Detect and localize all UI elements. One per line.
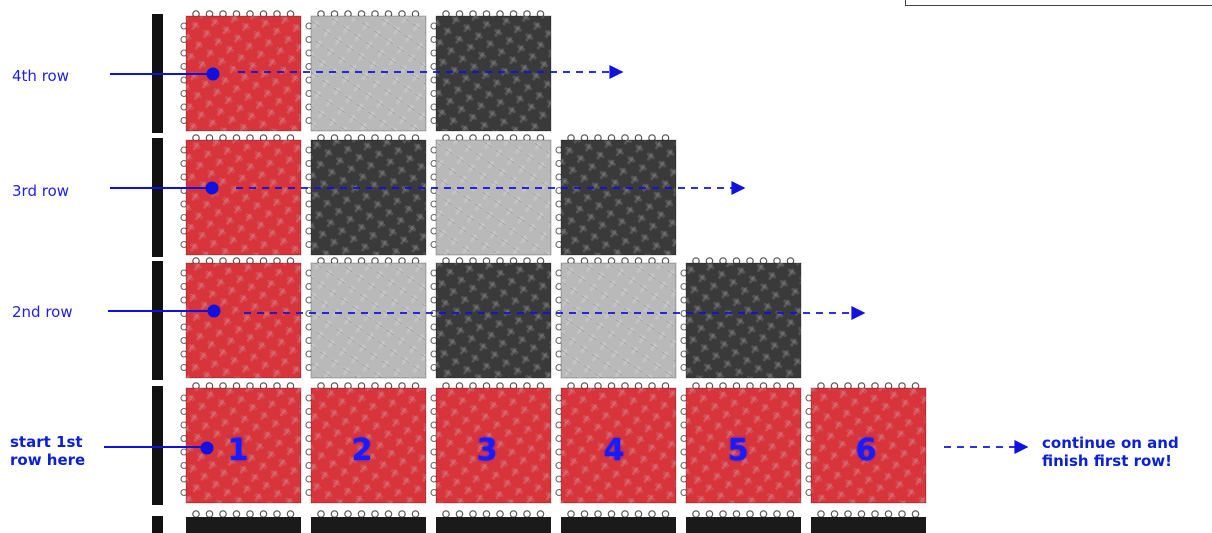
row3-tile-4 (555, 134, 677, 256)
row0-tile-3 (436, 510, 551, 533)
row2-label: 2nd row (12, 303, 73, 321)
row4-tile-2 (305, 10, 427, 132)
row1-start-dot (200, 441, 214, 455)
row3-tile-1 (180, 134, 302, 256)
row1-tile-6 (805, 382, 927, 504)
tile-number-4: 4 (603, 433, 625, 468)
row0-tile-5 (686, 510, 801, 533)
continue-label-line2: finish first row! (1042, 452, 1173, 470)
row1-label-line2: row here (10, 451, 86, 469)
row1-edge-strip (152, 386, 163, 505)
row2-tile-2 (305, 257, 427, 379)
row4-label: 4th row (12, 67, 69, 85)
row0-tile-6 (811, 510, 926, 533)
row0-tile-2 (311, 510, 426, 533)
row3-edge-strip (152, 138, 163, 257)
row4-tile-1 (180, 10, 302, 132)
row2-tile-5 (680, 257, 802, 379)
row0-edge-strip (152, 516, 163, 533)
tile-number-2: 2 (351, 433, 373, 468)
row3-tile-3 (430, 134, 552, 256)
row2-tile-4 (555, 257, 677, 379)
tile-number-1: 1 (227, 433, 249, 468)
row0-tile-1 (186, 510, 301, 533)
row2-start-dot (207, 304, 221, 318)
corner-border-line (905, 0, 1212, 6)
row1-label-line1: start 1st (10, 433, 83, 451)
row2-tile-1 (180, 257, 302, 379)
row1-tile-4 (555, 382, 677, 504)
row3-label: 3rd row (12, 182, 70, 200)
row2-edge-strip (152, 261, 163, 380)
tile-number-3: 3 (476, 433, 498, 468)
row1-tile-2 (305, 382, 427, 504)
row0-tile-4 (561, 510, 676, 533)
tile-number-5: 5 (727, 433, 749, 468)
row1-tile-5 (680, 382, 802, 504)
row4-start-dot (206, 67, 220, 81)
row2-tile-3 (430, 257, 552, 379)
row3-start-dot (205, 181, 219, 195)
continue-label-line1: continue on and (1042, 434, 1179, 452)
tile-number-6: 6 (855, 433, 877, 468)
row3-tile-2 (305, 134, 427, 256)
row4-tile-3 (430, 10, 552, 132)
row1-tile-3 (430, 382, 552, 504)
